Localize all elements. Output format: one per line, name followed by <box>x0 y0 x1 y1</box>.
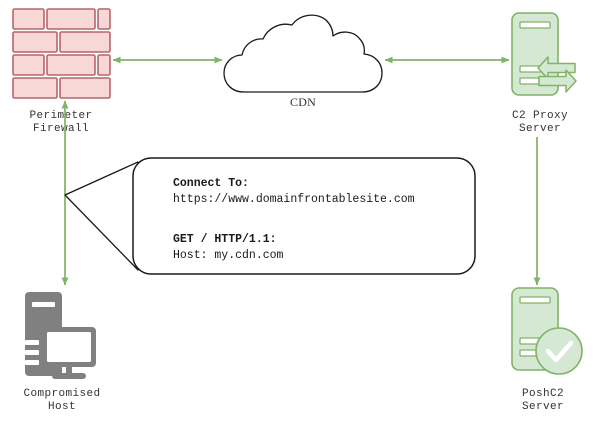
brick-wall-icon <box>12 8 111 99</box>
firewall-label-line1: Perimeter <box>29 110 92 122</box>
callout-line-1: Connect To: <box>173 177 249 190</box>
callout-line-2: https://www.domainfrontablesite.com <box>173 193 415 206</box>
server-exchange-icon <box>511 12 577 96</box>
desktop-computer-icon <box>25 292 96 379</box>
callout-box <box>132 157 476 275</box>
c2-proxy-label-line1: C2 Proxy <box>512 110 568 122</box>
cloud-icon <box>223 14 383 93</box>
c2-proxy-label-line2: Server <box>519 123 561 135</box>
request-callout[interactable]: Connect To: https://www.domainfrontables… <box>64 157 476 275</box>
compromised-host-label-line2: Host <box>48 401 76 413</box>
node-poshc2-server[interactable]: PoshC2 Server <box>511 287 583 413</box>
callout-line-4: GET / HTTP/1.1: <box>173 233 277 246</box>
server-check-icon <box>511 287 583 375</box>
node-perimeter-firewall[interactable]: Perimeter Firewall <box>12 8 111 135</box>
poshc2-label-line1: PoshC2 <box>522 388 564 400</box>
firewall-label-line2: Firewall <box>33 123 89 135</box>
callout-line-5: Host: my.cdn.com <box>173 249 284 262</box>
poshc2-label-line2: Server <box>522 401 564 413</box>
node-cdn[interactable]: CDN <box>223 14 383 109</box>
node-compromised-host[interactable]: Compromised Host <box>23 292 100 413</box>
cdn-label: CDN <box>290 95 316 109</box>
compromised-host-label-line1: Compromised <box>23 388 100 400</box>
node-c2-proxy-server[interactable]: C2 Proxy Server <box>511 12 577 135</box>
